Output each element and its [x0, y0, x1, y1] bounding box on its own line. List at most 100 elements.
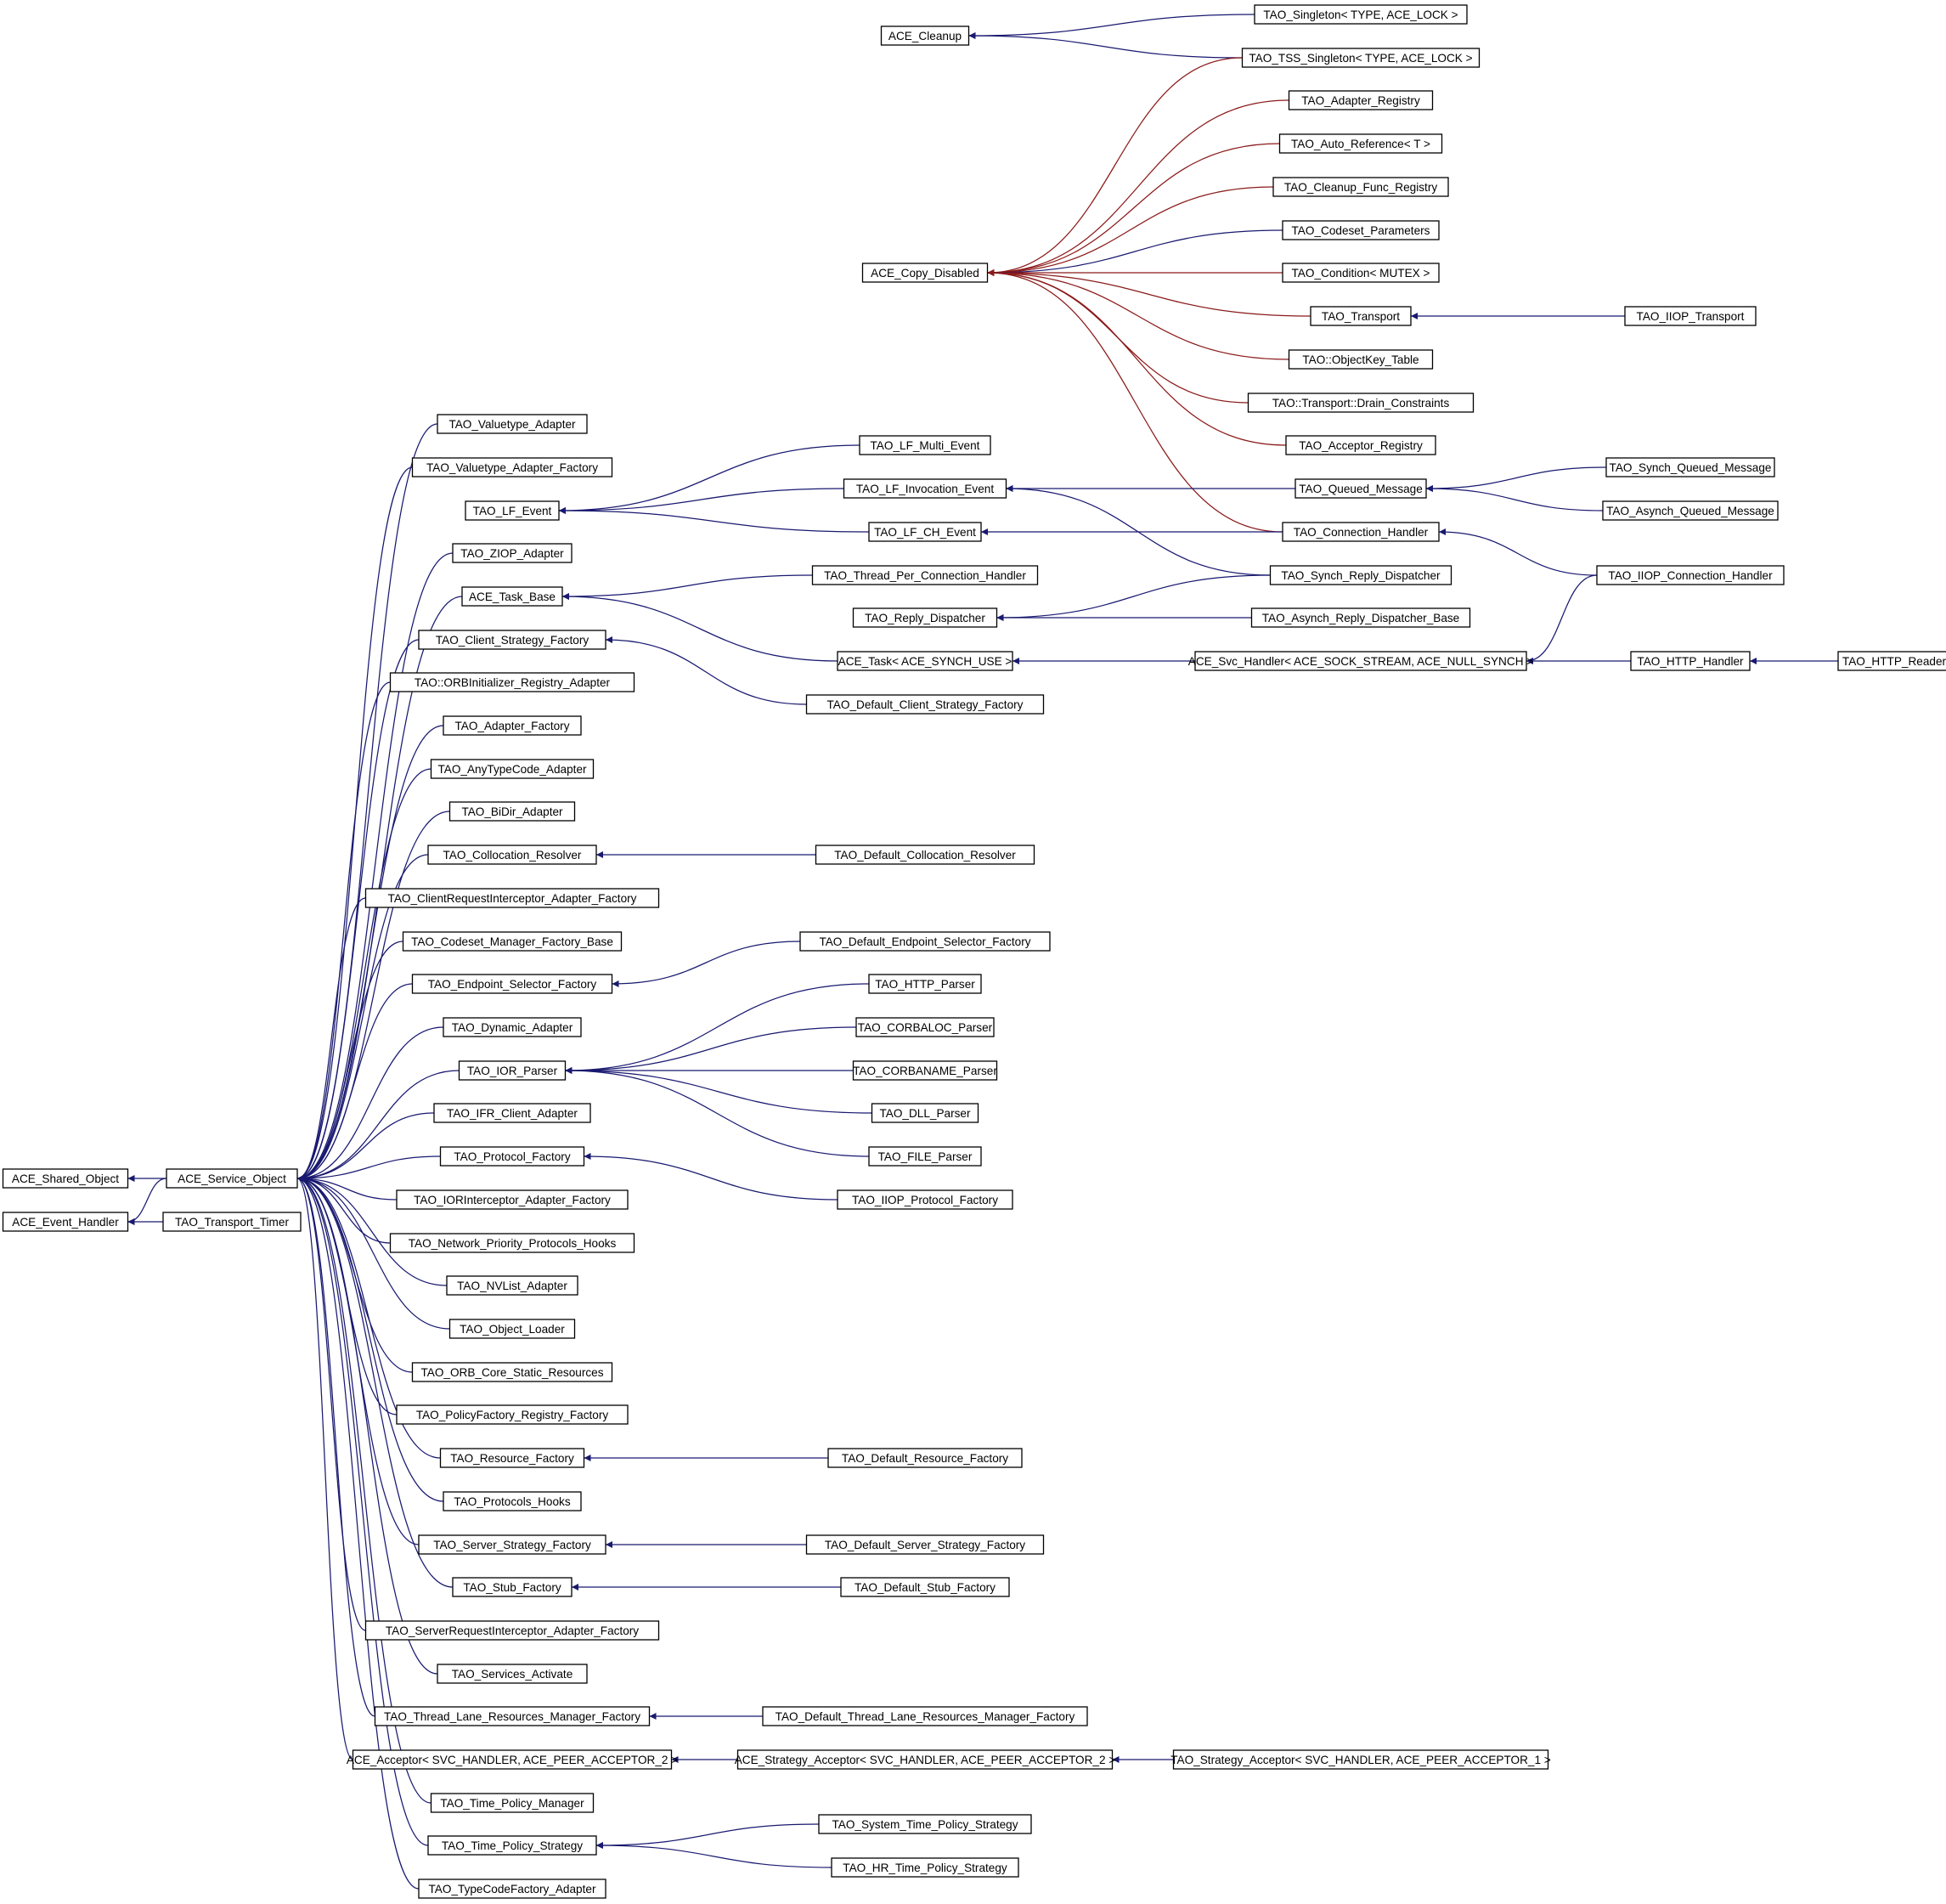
class-node-tao-valuetype-adapter[interactable]: TAO_Valuetype_Adapter	[437, 414, 588, 434]
class-node-tao-orb-core-static-resources[interactable]: TAO_ORB_Core_Static_Resources	[411, 1362, 613, 1382]
class-node-tao-adapter-registry[interactable]: TAO_Adapter_Registry	[1288, 90, 1434, 110]
class-node-label: TAO_Condition< MUTEX >	[1292, 267, 1430, 280]
class-node-tao-valuetype-adapter-factory[interactable]: TAO_Valuetype_Adapter_Factory	[411, 457, 613, 477]
class-node-tao-collocation-resolver[interactable]: TAO_Collocation_Resolver	[427, 845, 597, 865]
class-node-tao-typecodefactory-adapter[interactable]: TAO_TypeCodeFactory_Adapter	[418, 1879, 606, 1899]
class-node-tao-file-parser[interactable]: TAO_FILE_Parser	[868, 1146, 982, 1167]
class-node-tao-lf-ch-event[interactable]: TAO_LF_CH_Event	[868, 522, 982, 542]
class-node-tao-asynch-reply-dispatcher-base[interactable]: TAO_Asynch_Reply_Dispatcher_Base	[1250, 607, 1471, 628]
class-node-tao-transport-timer[interactable]: TAO_Transport_Timer	[162, 1212, 302, 1232]
class-node-tao-corbaname-parser[interactable]: TAO_CORBANAME_Parser	[852, 1060, 997, 1081]
inheritance-edge-tao-ior-parser	[296, 1070, 460, 1182]
class-node-tao-network-priority-protocols-hooks[interactable]: TAO_Network_Priority_Protocols_Hooks	[389, 1233, 635, 1253]
class-node-tao-adapter-factory[interactable]: TAO_Adapter_Factory	[443, 715, 582, 736]
class-node-tao-synch-reply-dispatcher[interactable]: TAO_Synch_Reply_Dispatcher	[1269, 565, 1452, 585]
class-node-tao-endpoint-selector-factory[interactable]: TAO_Endpoint_Selector_Factory	[411, 974, 613, 994]
class-node-tao-synch-queued-message[interactable]: TAO_Synch_Queued_Message	[1605, 457, 1775, 477]
class-node-tao-time-policy-strategy[interactable]: TAO_Time_Policy_Strategy	[427, 1835, 597, 1856]
class-node-tao-http-handler[interactable]: TAO_HTTP_Handler	[1630, 651, 1751, 671]
class-node-ace-task-base[interactable]: ACE_Task_Base	[461, 586, 563, 607]
class-node-tao-asynch-queued-message[interactable]: TAO_Asynch_Queued_Message	[1602, 500, 1779, 521]
class-node-tao-drain-constraints[interactable]: TAO::Transport::Drain_Constraints	[1247, 393, 1475, 413]
class-node-tao-thread-per-connection-handler[interactable]: TAO_Thread_Per_Connection_Handler	[811, 565, 1039, 585]
class-node-tao-tss-singleton[interactable]: TAO_TSS_Singleton< TYPE, ACE_LOCK >	[1241, 48, 1481, 68]
class-node-tao-default-client-strategy-factory[interactable]: TAO_Default_Client_Strategy_Factory	[805, 694, 1045, 715]
class-node-tao-system-time-policy-strategy[interactable]: TAO_System_Time_Policy_Strategy	[818, 1814, 1032, 1834]
class-node-tao-resource-factory[interactable]: TAO_Resource_Factory	[439, 1448, 585, 1468]
class-node-label: TAO_ORB_Core_Static_Resources	[420, 1366, 603, 1379]
class-node-tao-default-stub-factory[interactable]: TAO_Default_Stub_Factory	[840, 1577, 1010, 1597]
class-node-tao-dll-parser[interactable]: TAO_DLL_Parser	[871, 1103, 979, 1123]
class-node-tao-iiop-connection-handler[interactable]: TAO_IIOP_Connection_Handler	[1596, 565, 1785, 585]
class-node-label: TAO_Default_Server_Strategy_Factory	[825, 1539, 1025, 1551]
class-node-ace-cleanup[interactable]: ACE_Cleanup	[880, 25, 970, 46]
class-node-tao-clientrequestinterceptor-adapter-factory[interactable]: TAO_ClientRequestInterceptor_Adapter_Fac…	[364, 888, 660, 908]
class-node-label: TAO_TSS_Singleton< TYPE, ACE_LOCK >	[1249, 52, 1472, 65]
class-node-tao-connection-handler[interactable]: TAO_Connection_Handler	[1282, 522, 1440, 542]
class-node-tao-object-loader[interactable]: TAO_Object_Loader	[448, 1319, 576, 1339]
class-node-tao-thread-lane-resources-manager-factory[interactable]: TAO_Thread_Lane_Resources_Manager_Factor…	[374, 1706, 651, 1726]
class-node-ace-copy-disabled[interactable]: ACE_Copy_Disabled	[861, 263, 989, 283]
class-node-ace-shared-object[interactable]: ACE_Shared_Object	[2, 1168, 129, 1189]
class-node-tao-dynamic-adapter[interactable]: TAO_Dynamic_Adapter	[443, 1017, 582, 1037]
class-node-box	[1172, 1749, 1549, 1770]
class-node-tao-iiop-protocol-factory[interactable]: TAO_IIOP_Protocol_Factory	[837, 1189, 1013, 1210]
class-node-tao-auto-reference[interactable]: TAO_Auto_Reference< T >	[1278, 133, 1443, 154]
class-node-box	[443, 1491, 582, 1511]
class-node-tao-queued-message[interactable]: TAO_Queued_Message	[1295, 478, 1427, 499]
class-node-tao-hr-time-policy-strategy[interactable]: TAO_HR_Time_Policy_Strategy	[831, 1857, 1019, 1878]
class-node-tao-default-collocation-resolver[interactable]: TAO_Default_Collocation_Resolver	[815, 845, 1035, 865]
class-node-tao-default-server-strategy-factory[interactable]: TAO_Default_Server_Strategy_Factory	[805, 1534, 1045, 1555]
class-node-tao-protocol-factory[interactable]: TAO_Protocol_Factory	[439, 1146, 585, 1167]
class-node-tao-strategy-acceptor[interactable]: TAO_Strategy_Acceptor< SVC_HANDLER, ACE_…	[1170, 1749, 1551, 1770]
inheritance-edge-tao-http-parser	[565, 983, 870, 1074]
class-node-tao-anytypecode-adapter[interactable]: TAO_AnyTypeCode_Adapter	[430, 759, 595, 779]
class-node-label: TAO_Client_Strategy_Factory	[436, 634, 589, 647]
class-node-tao-ifr-client-adapter[interactable]: TAO_IFR_Client_Adapter	[433, 1103, 591, 1123]
class-node-tao-stub-factory[interactable]: TAO_Stub_Factory	[452, 1577, 573, 1597]
class-node-tao-default-resource-factory[interactable]: TAO_Default_Resource_Factory	[827, 1448, 1023, 1468]
class-node-tao-default-endpoint-selector-factory[interactable]: TAO_Default_Endpoint_Selector_Factory	[799, 931, 1051, 952]
class-node-tao-serverrequestinterceptor-adapter-factory[interactable]: TAO_ServerRequestInterceptor_Adapter_Fac…	[364, 1620, 660, 1641]
class-node-box	[1269, 565, 1452, 585]
class-node-tao-protocols-hooks[interactable]: TAO_Protocols_Hooks	[443, 1491, 582, 1511]
class-node-ace-svc-handler[interactable]: ACE_Svc_Handler< ACE_SOCK_STREAM, ACE_NU…	[1188, 651, 1534, 671]
class-node-tao-time-policy-manager[interactable]: TAO_Time_Policy_Manager	[430, 1793, 595, 1813]
class-node-tao-transport[interactable]: TAO_Transport	[1310, 306, 1412, 326]
inheritance-edge-tao-services-activate	[296, 1175, 438, 1675]
class-node-tao-services-activate[interactable]: TAO_Services_Activate	[437, 1664, 588, 1684]
class-node-ace-event-handler[interactable]: ACE_Event_Handler	[2, 1212, 129, 1232]
class-node-tao-objectkey-table[interactable]: TAO::ObjectKey_Table	[1288, 349, 1434, 370]
class-node-tao-condition[interactable]: TAO_Condition< MUTEX >	[1282, 263, 1440, 283]
class-node-tao-codeset-parameters[interactable]: TAO_Codeset_Parameters	[1282, 220, 1440, 240]
class-node-tao-lf-invocation-event[interactable]: TAO_LF_Invocation_Event	[843, 478, 1007, 499]
class-node-tao-client-strategy-factory[interactable]: TAO_Client_Strategy_Factory	[418, 630, 606, 650]
class-node-tao-policyfactory-registry-factory[interactable]: TAO_PolicyFactory_Registry_Factory	[396, 1404, 629, 1425]
class-node-tao-iorinterceptor-adapter-factory[interactable]: TAO_IORInterceptor_Adapter_Factory	[396, 1189, 629, 1210]
class-node-tao-codeset-manager-factory-base[interactable]: TAO_Codeset_Manager_Factory_Base	[402, 931, 623, 952]
class-node-tao-lf-multi-event[interactable]: TAO_LF_Multi_Event	[859, 435, 991, 455]
class-node-tao-ior-parser[interactable]: TAO_IOR_Parser	[458, 1060, 567, 1081]
class-node-tao-acceptor-registry[interactable]: TAO_Acceptor_Registry	[1285, 435, 1436, 455]
class-node-tao-corbaloc-parser[interactable]: TAO_CORBALOC_Parser	[855, 1017, 995, 1037]
class-node-ace-acceptor[interactable]: ACE_Acceptor< SVC_HANDLER, ACE_PEER_ACCE…	[347, 1749, 678, 1770]
class-node-tao-http-parser[interactable]: TAO_HTTP_Parser	[868, 974, 982, 994]
inheritance-edge-tao-hr-time-policy-strategy	[595, 1842, 832, 1868]
class-node-tao-ziop-adapter[interactable]: TAO_ZIOP_Adapter	[452, 543, 573, 563]
class-node-ace-task[interactable]: ACE_Task< ACE_SYNCH_USE >	[837, 651, 1013, 671]
class-node-tao-singleton[interactable]: TAO_Singleton< TYPE, ACE_LOCK >	[1254, 4, 1468, 25]
class-node-tao-http-reader[interactable]: TAO_HTTP_Reader	[1837, 651, 1946, 671]
class-node-tao-iiop-transport[interactable]: TAO_IIOP_Transport	[1624, 306, 1757, 326]
class-node-tao-reply-dispatcher[interactable]: TAO_Reply_Dispatcher	[852, 607, 998, 628]
class-node-ace-service-object[interactable]: ACE_Service_Object	[166, 1168, 298, 1189]
class-node-tao-bidir-adapter[interactable]: TAO_BiDir_Adapter	[448, 801, 576, 822]
class-node-tao-cleanup-func-registry[interactable]: TAO_Cleanup_Func_Registry	[1272, 177, 1449, 197]
class-node-tao-default-thread-lane-resources-manager-factory[interactable]: TAO_Default_Thread_Lane_Resources_Manage…	[762, 1706, 1088, 1726]
class-node-ace-strategy-acceptor[interactable]: ACE_Strategy_Acceptor< SVC_HANDLER, ACE_…	[735, 1749, 1116, 1770]
inheritance-edge-tao-transport	[987, 269, 1311, 317]
class-node-label: TAO_IFR_Client_Adapter	[447, 1107, 578, 1120]
class-node-tao-lf-event[interactable]: TAO_LF_Event	[465, 500, 560, 521]
class-node-tao-nvlist-adapter[interactable]: TAO_NVList_Adapter	[446, 1275, 578, 1296]
class-node-tao-server-strategy-factory[interactable]: TAO_Server_Strategy_Factory	[418, 1534, 606, 1555]
class-node-tao-orbinitializer-registry-adapter[interactable]: TAO::ORBInitializer_Registry_Adapter	[389, 672, 635, 692]
